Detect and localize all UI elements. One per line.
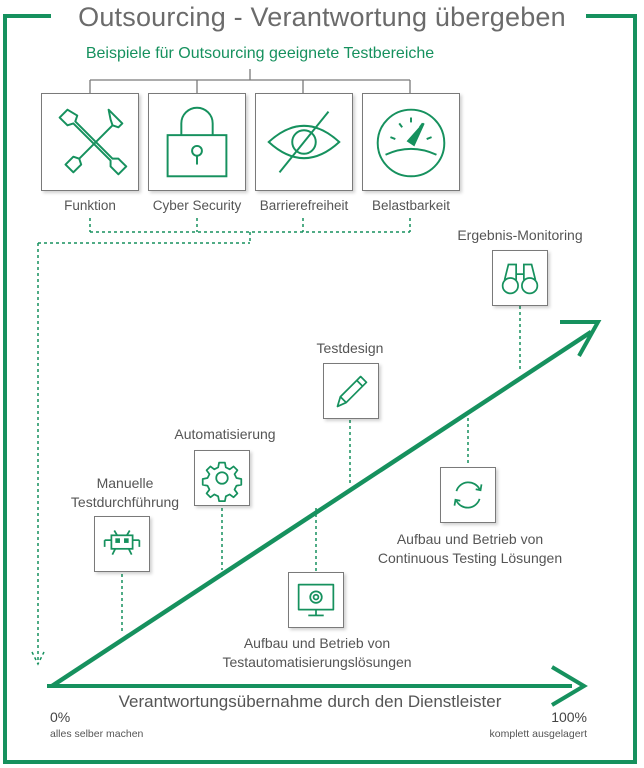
category-label-belastbarkeit: Belastbarkeit	[371, 198, 451, 213]
stage-label-continuous-testing: Aufbau und Betrieb von Continuous Testin…	[360, 530, 580, 568]
category-box-cyber-security	[148, 93, 246, 191]
axis-start-caption: alles selber machen	[50, 728, 144, 740]
monitor-gear-icon	[297, 583, 335, 617]
stage-label-continuous-testing-line2: Continuous Testing Lösungen	[377, 550, 563, 566]
stage-label-manual-line2: Testdurchführung	[70, 494, 180, 510]
stage-box-manual	[94, 516, 150, 572]
stage-box-testdesign	[323, 363, 379, 419]
category-box-barrierefreiheit	[255, 93, 353, 191]
binoculars-icon	[501, 263, 539, 295]
stage-label-testdesign: Testdesign	[316, 340, 384, 356]
refresh-cycle-icon	[453, 481, 483, 509]
stage-label-test-automation-setup: Aufbau und Betrieb von Testautomatisieru…	[198, 634, 436, 672]
stage-label-test-automation-setup-line1: Aufbau und Betrieb von	[243, 635, 391, 651]
stage-box-test-automation-setup	[288, 572, 344, 628]
stage-label-test-automation-setup-line2: Testautomatisierungslösungen	[222, 654, 412, 670]
gear-icon	[201, 461, 243, 503]
crossed-eye-icon	[267, 111, 341, 173]
axis-end-caption: komplett ausgelagert	[489, 728, 587, 740]
stage-label-automatisierung: Automatisierung	[174, 426, 276, 442]
category-label-barrierefreiheit: Barrierefreiheit	[259, 198, 349, 213]
stage-box-continuous-testing	[440, 467, 496, 523]
padlock-icon	[166, 106, 228, 178]
page-title: Outsourcing - Verantwortung übergeben	[78, 2, 566, 32]
axis-end-value: 100%	[551, 709, 587, 725]
stage-label-manual-line1: Manuelle	[96, 475, 154, 491]
category-label-funktion: Funktion	[64, 198, 116, 213]
pen-icon	[336, 375, 368, 408]
stage-label-manual: Manuelle Testdurchführung	[55, 474, 195, 512]
category-label-cyber-security: Cyber Security	[152, 198, 242, 213]
category-box-funktion	[41, 93, 139, 191]
stage-label-monitoring: Ergebnis-Monitoring	[457, 227, 583, 243]
axis-label: Verantwortungsübernahme durch den Dienst…	[118, 692, 502, 711]
category-box-belastbarkeit	[362, 93, 460, 191]
stage-label-continuous-testing-line1: Aufbau und Betrieb von	[396, 531, 544, 547]
speedometer-icon	[376, 108, 446, 178]
page-subtitle: Beispiele für Outsourcing geeignete Test…	[85, 45, 435, 62]
axis-start-value: 0%	[50, 709, 71, 725]
space-invader-icon	[103, 530, 141, 555]
stage-box-monitoring	[492, 250, 548, 306]
stage-box-automatisierung	[194, 450, 250, 506]
wrench-screwdriver-icon	[58, 108, 128, 176]
